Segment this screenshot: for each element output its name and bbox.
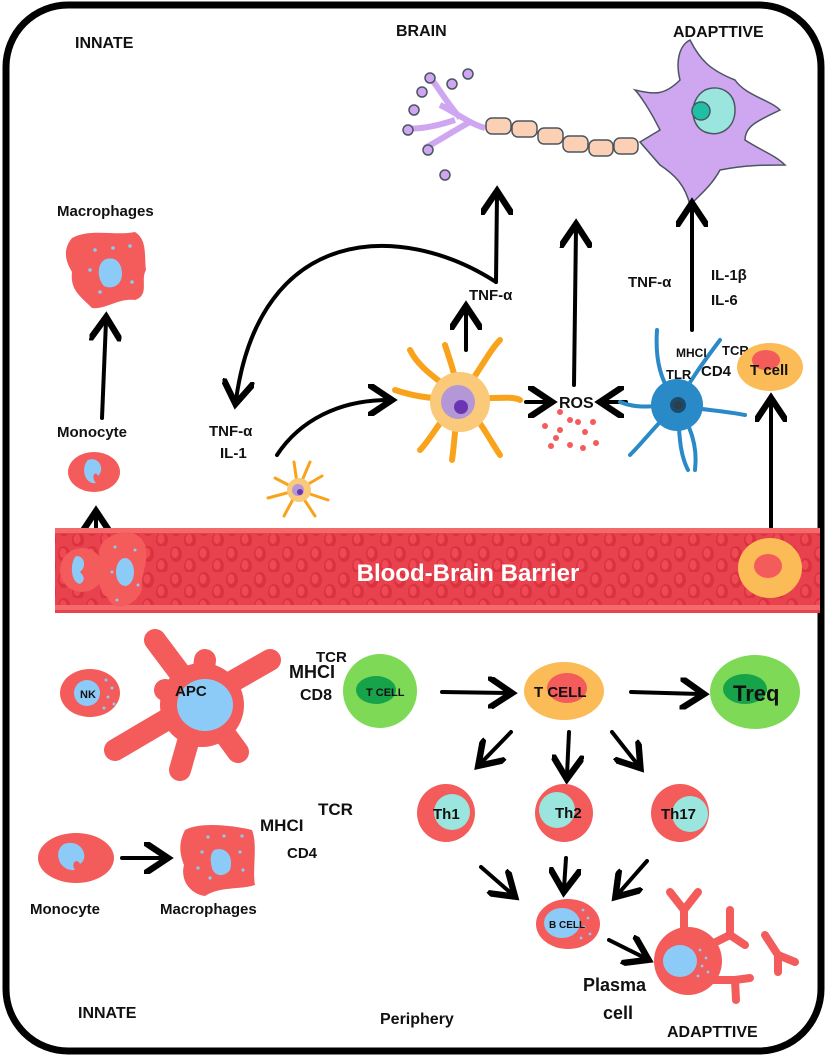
monocyte-in-vessel-icon [60,548,104,592]
t-cell-brain-icon [737,343,803,391]
arrow-monocyte-to-macrophage [102,321,106,420]
region-label-periphery: Periphery [380,1011,454,1028]
arrow-th17-to-b-cell [618,859,649,894]
label-t-cell-brain: T cell [750,362,788,379]
label-apc: APC [175,683,207,700]
astrocyte-small-icon [266,460,330,518]
label-monocyte-bottom: Monocyte [30,901,100,918]
label-b-cell: B CELL [549,920,585,931]
label-il-6: IL-6 [711,292,738,309]
label-plasma-cell: cell [603,1003,633,1023]
label-nk: NK [80,689,96,701]
treq-cell-icon [710,655,800,729]
region-label-innate-bottom: INNATE [78,1005,137,1022]
macrophage-icon-bottom [180,825,255,896]
b-cell-icon [536,899,600,949]
th17-cell-icon [651,784,709,842]
label-th17: Th17 [661,806,696,823]
astrocyte-icon [392,337,523,463]
arrow-tnf-to-neuron [496,195,497,284]
th1-cell-icon [417,784,475,842]
region-label-adaptive-bottom: ADAPTTIVE [667,1024,758,1041]
label-treq: Treq [733,681,779,706]
label-mhci-cd8: MHCI [289,662,335,682]
label-tnf-alpha-left: TNF-α [209,423,253,440]
label-ros: ROS [559,395,594,412]
macrophage-in-vessel-icon [99,532,147,607]
label-cd8-t-cell: T CELL [366,687,405,699]
macrophage-icon-top [65,232,146,309]
arrow-ros-to-neuron [574,228,576,387]
blood-brain-barrier [55,528,820,613]
cd8-t-cell-icon [343,654,417,728]
monocyte-icon-top [68,452,120,492]
label-th1: Th1 [433,806,460,823]
arrow-astrocyte-to-cytokines [236,244,498,400]
arrow-t-cell-to-treq [629,692,700,694]
neuron-icon [402,38,787,207]
monocyte-icon-bottom [38,833,114,883]
label-plasma: Plasma [583,975,647,995]
label-t-cell-periphery: T CELL [534,684,587,701]
arrow-th2-to-b-cell [564,856,566,888]
arrow-b-cell-to-plasma [607,940,645,958]
bbb-label: Blood-Brain Barrier [357,560,580,587]
label-tnf-alpha-microglia: TNF-α [628,274,672,291]
label-tnf-alpha-astrocyte: TNF-α [469,287,513,304]
arrow-th1-to-b-cell [479,865,512,894]
microglia-icon [618,328,747,472]
label-tlr: TLR [666,367,692,382]
region-label-adaptive-top: ADAPTTIVE [673,24,764,41]
label-cd8: CD8 [300,687,332,704]
t-cell-periphery-icon [524,662,604,720]
arrow-t-cell-to-th17 [610,730,638,765]
region-label-innate-top: INNATE [75,35,134,52]
plasma-cell-icon [654,888,799,1004]
region-label-brain: BRAIN [396,23,447,40]
th2-cell-icon [535,784,593,842]
arrow-t-cell-to-th2 [567,730,569,775]
nk-cell-icon [60,669,120,717]
label-mhci-cd4: MHCI [260,816,303,835]
arrow-t-cell-to-th1 [481,730,513,763]
label-macrophages-bottom: Macrophages [160,901,257,918]
label-mhci-brain: MHCI [676,346,707,360]
label-il-1b: IL-1β [711,267,747,284]
ros-particles-icon [542,409,599,451]
label-monocyte-top: Monocyte [57,424,127,441]
label-cd4-periphery: CD4 [287,845,318,862]
label-th2: Th2 [555,805,582,822]
apc-icon [104,629,281,781]
label-il-1-left: IL-1 [220,445,247,462]
label-tcr-cd8: TCR [316,649,347,666]
arrow-cd8-to-t-cell [440,692,508,693]
arrow-small-astrocyte-to-astrocyte [275,400,388,457]
label-tcr-cd4: TCR [318,800,353,819]
label-cd4-brain: CD4 [701,363,732,380]
t-cell-in-vessel-icon [738,538,802,598]
label-macrophages-top: Macrophages [57,203,154,220]
